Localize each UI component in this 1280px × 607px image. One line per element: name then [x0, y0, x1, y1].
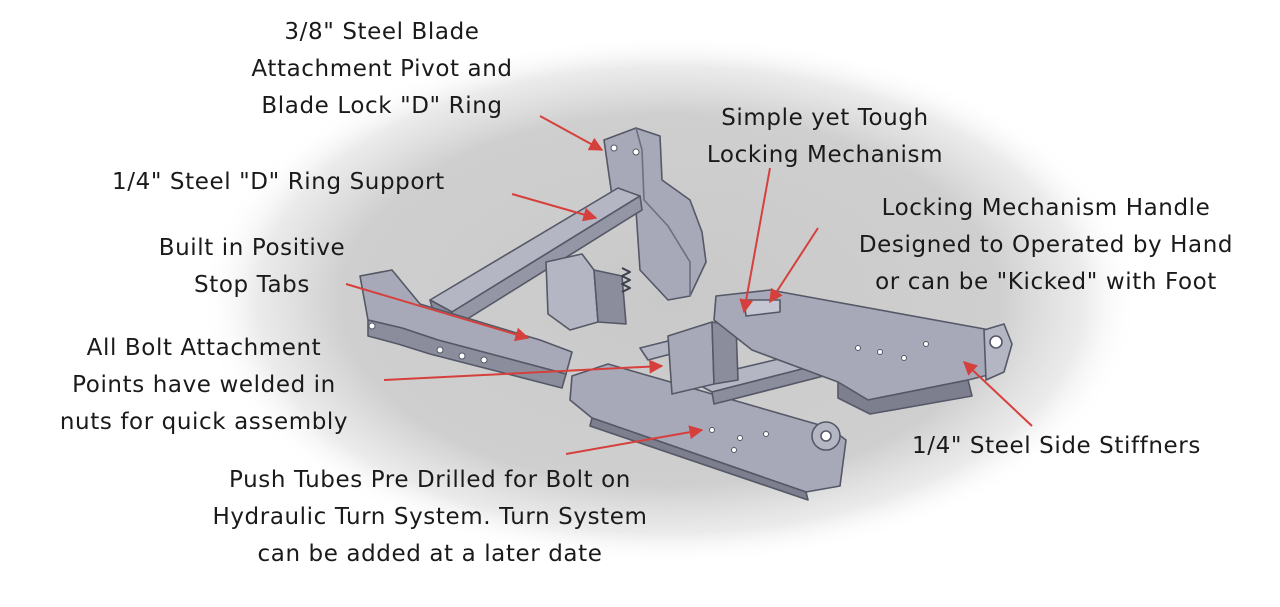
- callout-d-ring-support: 1/4" Steel "D" Ring Support: [112, 164, 445, 201]
- callout-locking-handle: Locking Mechanism Handle Designed to Ope…: [826, 190, 1266, 301]
- callout-line: Blade Lock "D" Ring: [261, 93, 503, 119]
- callout-line: Designed to Operated by Hand: [858, 232, 1234, 258]
- lock-spring: [621, 267, 631, 293]
- arrow-d-ring-support: [511, 193, 598, 222]
- callout-line: nuts for quick assembly: [59, 409, 349, 435]
- callout-line: Hydraulic Turn System. Turn System: [212, 504, 648, 530]
- arrow-side-stiffeners: [962, 361, 1033, 427]
- callout-line: Stop Tabs: [194, 272, 310, 298]
- callout-line: Locking Mechanism Handle: [881, 195, 1211, 221]
- callout-line: Built in Positive: [158, 235, 346, 261]
- callout-stop-tabs: Built in Positive Stop Tabs: [140, 230, 364, 304]
- callout-line: or can be "Kicked" with Foot: [875, 269, 1217, 295]
- arrow-push-tubes: [565, 425, 704, 455]
- callout-line: All Bolt Attachment: [86, 335, 322, 361]
- callout-line: Locking Mechanism: [706, 142, 944, 168]
- arrow-bolt-points: [383, 359, 664, 381]
- callout-line: Simple yet Tough: [721, 105, 929, 131]
- callout-line: 1/4" Steel Side Stiffners: [912, 433, 1201, 459]
- callout-line: Points have welded in: [72, 372, 336, 398]
- callout-bolt-points: All Bolt Attachment Points have welded i…: [34, 330, 374, 441]
- arrow-blade-pivot: [539, 115, 604, 151]
- callout-line: 1/4" Steel "D" Ring Support: [112, 169, 445, 195]
- callout-line: 3/8" Steel Blade: [284, 19, 480, 45]
- callout-line: Attachment Pivot and: [251, 56, 513, 82]
- callout-locking-mechanism: Simple yet Tough Locking Mechanism: [690, 100, 960, 174]
- callout-blade-pivot: 3/8" Steel Blade Attachment Pivot and Bl…: [228, 14, 536, 125]
- callout-push-tubes: Push Tubes Pre Drilled for Bolt on Hydra…: [170, 462, 690, 573]
- arrow-locking-handle: [769, 227, 819, 304]
- arrow-stop-tabs: [345, 283, 530, 342]
- callout-line: can be added at a later date: [257, 541, 603, 567]
- callout-line: Push Tubes Pre Drilled for Bolt on: [229, 467, 631, 493]
- callout-arrows: [345, 115, 1033, 455]
- arrow-locking-mechanism: [739, 167, 771, 314]
- callout-side-stiffeners: 1/4" Steel Side Stiffners: [912, 428, 1201, 465]
- center-mount: [545, 253, 599, 331]
